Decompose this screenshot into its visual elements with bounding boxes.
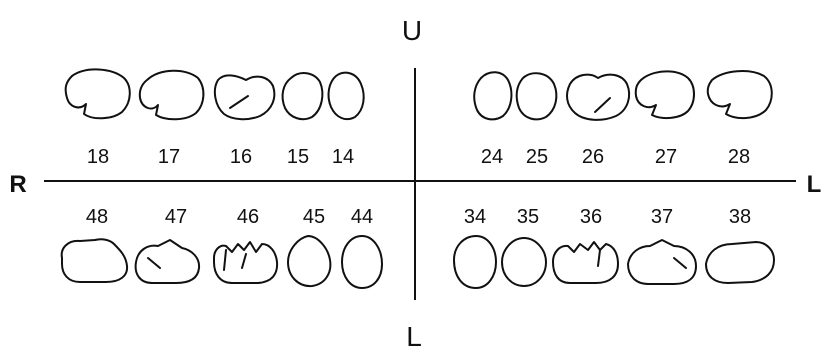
- tooth-number: 27: [655, 146, 677, 168]
- tooth-28[interactable]: 28: [708, 71, 772, 168]
- tooth-25[interactable]: 25: [517, 73, 557, 168]
- tooth-number: 45: [303, 206, 325, 228]
- tooth-24[interactable]: 24: [474, 72, 511, 168]
- tooth-38[interactable]: 38: [706, 206, 774, 283]
- tooth-number: 26: [582, 146, 604, 168]
- tooth-35[interactable]: 35: [502, 206, 546, 286]
- lower-jaw-label: L: [406, 321, 422, 352]
- tooth-number: 18: [87, 146, 109, 168]
- tooth-37[interactable]: 37: [628, 206, 696, 284]
- tooth-48[interactable]: 48: [62, 206, 127, 282]
- tooth-number: 14: [332, 146, 354, 168]
- tooth-number: 34: [464, 206, 486, 228]
- upper-jaw-label: U: [402, 15, 422, 46]
- tooth-number: 15: [287, 146, 309, 168]
- tooth-27[interactable]: 27: [636, 71, 694, 168]
- tooth-16[interactable]: 16: [215, 75, 274, 168]
- tooth-number: 38: [729, 206, 751, 228]
- tooth-number: 35: [517, 206, 539, 228]
- tooth-number: 48: [86, 206, 108, 228]
- tooth-number: 24: [481, 146, 503, 168]
- tooth-number: 47: [165, 206, 187, 228]
- tooth-34[interactable]: 34: [454, 206, 496, 288]
- tooth-15[interactable]: 15: [283, 73, 323, 168]
- tooth-26[interactable]: 26: [567, 75, 629, 168]
- tooth-46[interactable]: 46: [214, 206, 277, 283]
- tooth-number: 16: [230, 146, 252, 168]
- patient-right-label: R: [9, 171, 26, 198]
- tooth-36[interactable]: 36: [553, 206, 618, 283]
- tooth-44[interactable]: 44: [342, 206, 382, 288]
- tooth-number: 25: [526, 146, 548, 168]
- tooth-45[interactable]: 45: [288, 206, 330, 286]
- tooth-number: 28: [728, 146, 750, 168]
- tooth-18[interactable]: 18: [66, 69, 130, 168]
- tooth-number: 44: [351, 206, 373, 228]
- tooth-14[interactable]: 14: [329, 73, 364, 168]
- tooth-17[interactable]: 17: [140, 71, 204, 168]
- tooth-47[interactable]: 47: [136, 206, 199, 283]
- tooth-number: 17: [158, 146, 180, 168]
- patient-left-label: L: [807, 171, 822, 198]
- tooth-number: 46: [237, 206, 259, 228]
- tooth-number: 36: [580, 206, 602, 228]
- tooth-number: 37: [651, 206, 673, 228]
